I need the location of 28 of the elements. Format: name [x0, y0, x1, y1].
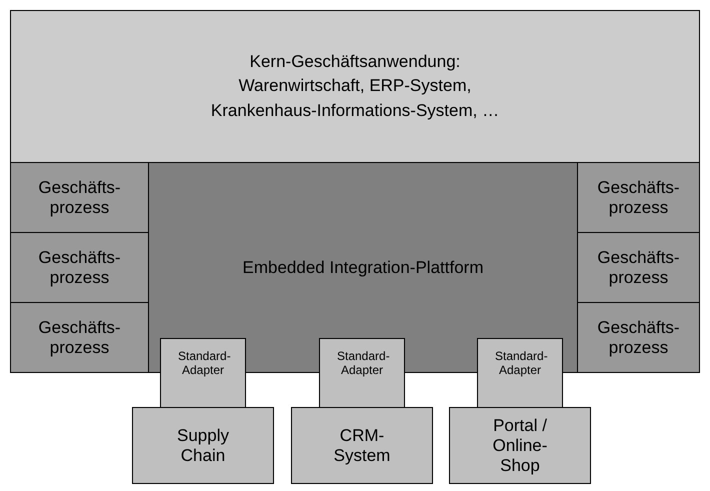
box-label: CRM-System: [332, 426, 392, 466]
box-label: Standard-Adapter: [337, 349, 387, 377]
process-box: [577, 162, 700, 233]
box-label: Geschäfts-prozess: [596, 178, 681, 218]
box-label: Geschäfts-prozess: [596, 248, 681, 288]
system-box: [132, 407, 274, 484]
process-box: [10, 302, 149, 373]
box-label: Geschäfts-prozess: [596, 318, 681, 358]
box-label: Warenwirtschaft, ERP-System, Krankenhaus-Informations-System, …: [210, 75, 500, 122]
adapter-box: [160, 338, 246, 408]
adapter-box: [477, 338, 563, 408]
core-application-box: [10, 10, 700, 163]
box-label: Geschäfts-prozess: [37, 318, 122, 358]
box-label: Standard-Adapter: [178, 349, 228, 377]
heading-text: Kern-Geschäftsanwendung:: [250, 50, 460, 73]
system-box: [291, 407, 433, 484]
process-box: [577, 232, 700, 303]
process-box: [577, 302, 700, 373]
process-box: [10, 162, 149, 233]
box-label: Supply Chain: [176, 426, 230, 466]
box-label: Geschäfts-prozess: [37, 248, 122, 288]
box-label: Embedded Integration-Plattform: [242, 258, 484, 278]
box-label: Portal / Online-Shop: [492, 416, 548, 476]
adapter-box: [319, 338, 405, 408]
system-box: [449, 407, 591, 484]
process-box: [10, 232, 149, 303]
box-label: Standard-Adapter: [495, 349, 545, 377]
box-label: Geschäfts-prozess: [37, 178, 122, 218]
